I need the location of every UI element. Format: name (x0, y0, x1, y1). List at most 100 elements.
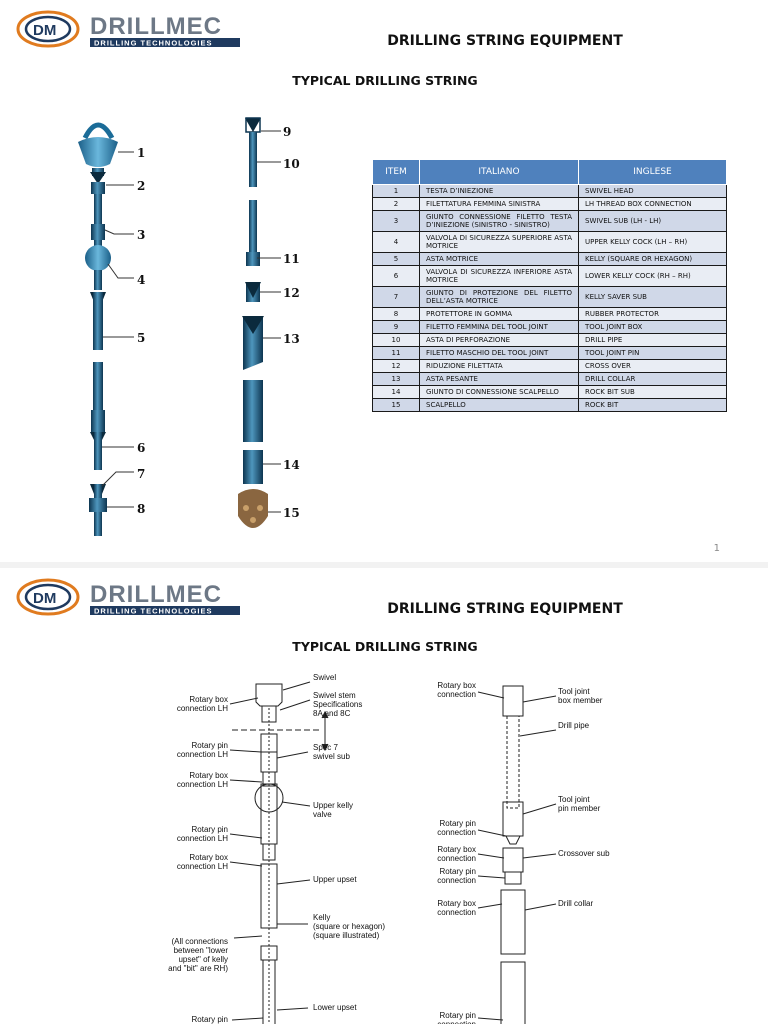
italiano-cell: GIUNTO DI CONNESSIONE SCALPELLO (419, 385, 579, 399)
inglese-cell: ROCK BIT SUB (578, 385, 727, 399)
italiano-cell: ASTA MOTRICE (419, 252, 579, 266)
item-cell: 8 (372, 307, 420, 321)
italiano-cell: VALVOLA DI SICUREZZA INFERIORE ASTA MOTR… (419, 265, 579, 287)
label-line: and "bit" are RH) (168, 964, 228, 973)
italiano-cell: VALVOLA DI SICUREZZA SUPERIORE ASTA MOTR… (419, 231, 579, 253)
header-item: ITEM (372, 159, 420, 185)
label-line: Rotary box (189, 771, 228, 780)
inglese-cell: LH THREAD BOX CONNECTION (578, 197, 727, 211)
callout-9: 9 (283, 125, 291, 139)
label-line: connection LH (177, 704, 228, 713)
label-line: connection (437, 828, 476, 837)
callout-4: 4 (137, 273, 145, 287)
label-line: Lower upset (313, 1003, 357, 1012)
inglese-cell: TOOL JOINT BOX (578, 320, 727, 334)
table-header-row: ITEM ITALIANO INGLESE (372, 159, 727, 185)
label-line: Rotary pin (192, 741, 228, 750)
inglese-cell: SWIVEL SUB (LH - LH) (578, 210, 727, 232)
callout-14: 14 (283, 458, 300, 472)
item-cell: 2 (372, 197, 420, 211)
svg-text:DM: DM (33, 590, 56, 607)
label-line: pin member (558, 804, 601, 813)
label-line: Crossover sub (558, 849, 610, 858)
inglese-cell: DRILL PIPE (578, 333, 727, 347)
callout-13: 13 (283, 332, 300, 346)
label-line: between "lower (174, 946, 229, 955)
callout-8: 8 (137, 502, 145, 516)
label-line: connection (437, 854, 476, 863)
callout-3: 3 (137, 228, 145, 242)
label-line: Kelly (313, 913, 330, 922)
item-cell: 1 (372, 184, 420, 198)
italiano-cell: FILETTO MASCHIO DEL TOOL JOINT (419, 346, 579, 360)
italiano-cell: RIDUZIONE FILETTATA (419, 359, 579, 373)
label-line: box member (558, 696, 603, 705)
label-kelly: Kelly(square or hexagon)(square illustra… (313, 913, 385, 940)
label-line: 8A and 8C (313, 709, 351, 718)
label-line: Rotary pin (192, 825, 228, 834)
italiano-cell: GIUNTO DI PROTEZIONE DEL FILETTO DELL’AS… (419, 286, 579, 308)
label-line: Drill pipe (558, 721, 590, 730)
label-line: connection LH (177, 750, 228, 759)
inglese-cell: RUBBER PROTECTOR (578, 307, 727, 321)
label-line: valve (313, 810, 332, 819)
inglese-cell: LOWER KELLY COCK (RH – RH) (578, 265, 727, 287)
item-cell: 15 (372, 398, 420, 412)
label-line: (All connections (172, 937, 228, 946)
header-inglese: INGLESE (578, 159, 727, 185)
item-cell: 11 (372, 346, 420, 360)
svg-text:DRILLING TECHNOLOGIES: DRILLING TECHNOLOGIES (94, 607, 213, 616)
slide-subtitle: TYPICAL DRILLING STRING (292, 639, 478, 654)
label-line: Upper kelly (313, 801, 353, 810)
label-drill-collar: Drill collar (558, 899, 593, 908)
label-line: Rotary box (189, 695, 228, 704)
callout-15: 15 (283, 506, 300, 520)
svg-text:DRILLING TECHNOLOGIES: DRILLING TECHNOLOGIES (94, 39, 213, 48)
svg-text:DM: DM (33, 22, 56, 39)
label-drill-pipe: Drill pipe (558, 721, 590, 730)
label-line: Rotary box (189, 853, 228, 862)
inglese-cell: UPPER KELLY COCK (LH – RH) (578, 231, 727, 253)
label-lower-upset: Lower upset (313, 1003, 357, 1012)
label-line: connection (437, 908, 476, 917)
callout-1: 1 (137, 146, 145, 160)
italiano-cell: FILETTATURA FEMMINA SINISTRA (419, 197, 579, 211)
item-cell: 4 (372, 231, 420, 253)
label-line: connection (437, 876, 476, 885)
inglese-cell: DRILL COLLAR (578, 372, 727, 386)
slide-divider (0, 562, 768, 568)
italiano-cell: ASTA DI PERFORAZIONE (419, 333, 579, 347)
item-cell: 3 (372, 210, 420, 232)
italiano-cell: ASTA PESANTE (419, 372, 579, 386)
item-cell: 10 (372, 333, 420, 347)
label-line: Rotary pin (440, 867, 476, 876)
callout-2: 2 (137, 179, 145, 193)
drillmec-logo: DM DRILLMEC DRILLING TECHNOLOGIES (16, 10, 240, 48)
callout-10: 10 (283, 157, 300, 171)
page-number: 1 (713, 543, 720, 554)
callout-11: 11 (283, 252, 300, 266)
item-cell: 9 (372, 320, 420, 334)
label-line: upset" of kelly (178, 955, 228, 964)
